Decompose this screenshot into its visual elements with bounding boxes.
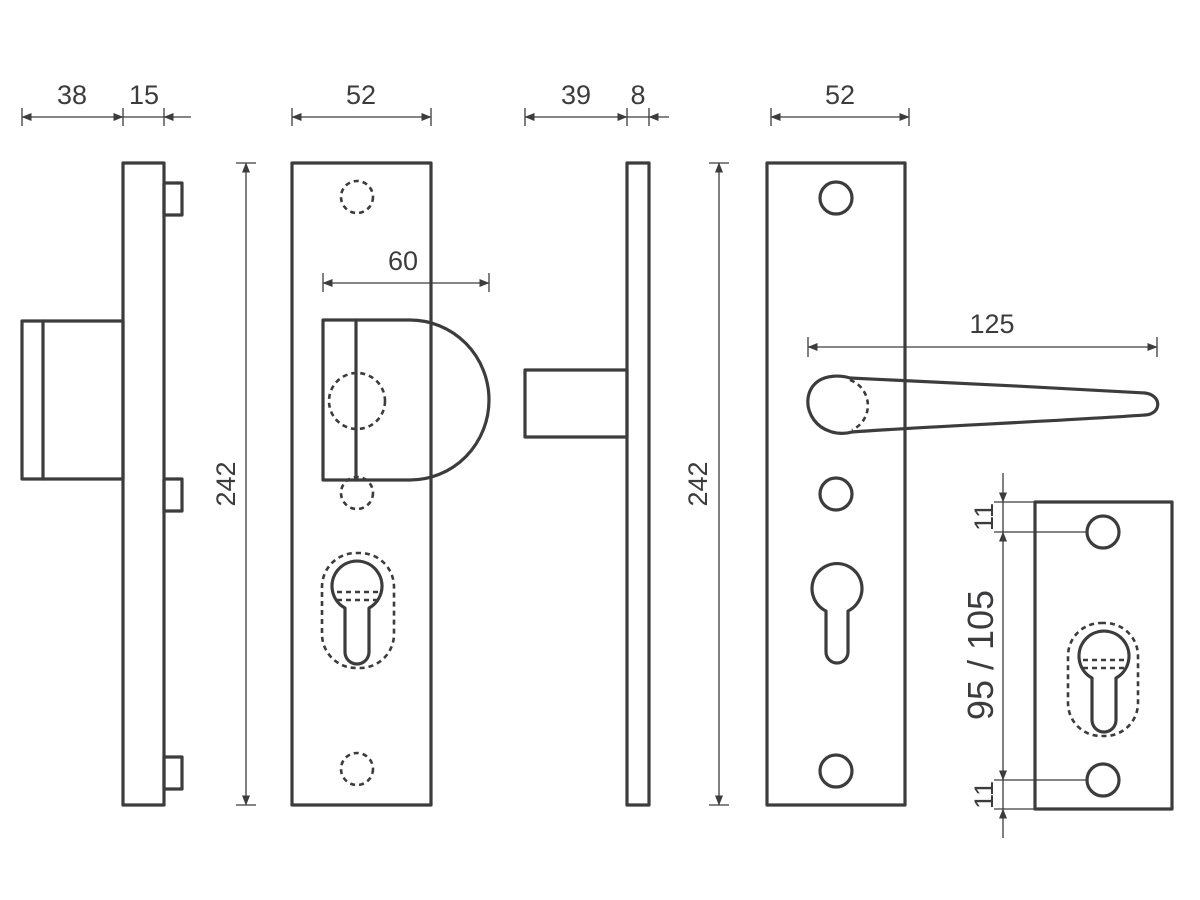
mounting-stud-middle	[162, 477, 184, 513]
mounting-stud-bottom	[162, 755, 184, 791]
mounting-stud-top	[162, 181, 184, 217]
detail-plate-view	[1033, 500, 1174, 811]
backplate-front-2	[765, 161, 907, 807]
dim-label-242-a: 242	[211, 461, 241, 506]
dimension-125: 125	[807, 309, 1158, 357]
spindle-hole-hidden	[327, 371, 387, 431]
keyhole-profile-front-1	[330, 559, 384, 666]
front-view-lever	[765, 161, 1160, 807]
lever-handle	[806, 374, 1160, 435]
detail-cylinder-rosette-hidden	[1066, 621, 1140, 738]
backplate-side-2	[625, 161, 651, 807]
dim-label-125: 125	[969, 309, 1014, 339]
knob-body-side	[20, 319, 125, 481]
screw-hole-bottom-hidden	[339, 751, 375, 787]
detail-screw-hole-top	[1085, 514, 1121, 550]
dim-label-60: 60	[388, 246, 418, 276]
dimension-52-front-2: 52	[770, 80, 910, 126]
dim-label-52-a: 52	[346, 80, 376, 110]
detail-backplate	[1033, 500, 1174, 811]
screw-hole-middle-hidden	[339, 475, 375, 511]
detail-screw-hole-bottom	[1085, 762, 1121, 798]
dim-label-8: 8	[630, 80, 645, 110]
backplate-front-1	[290, 161, 433, 807]
backplate-side-1	[121, 161, 166, 807]
dimension-52-front-1: 52	[291, 80, 432, 126]
dim-label-52-b: 52	[825, 80, 855, 110]
cylinder-rosette-hidden	[320, 551, 396, 670]
dimension-242-b: 242	[683, 162, 729, 806]
dim-label-11-bottom: 11	[969, 781, 999, 809]
dim-label-11-top: 11	[969, 503, 999, 531]
screw-hole-middle	[818, 476, 854, 512]
screw-hole-top-hidden	[339, 179, 375, 215]
lever-spindle-hidden	[849, 378, 870, 432]
knob-outline-front	[321, 318, 491, 482]
keyhole-profile-front-2	[810, 562, 864, 665]
dim-label-95-105: 95 / 105	[960, 590, 1001, 720]
dim-label-242-b: 242	[683, 461, 713, 506]
dimension-60: 60	[322, 246, 490, 292]
side-view-knob	[20, 161, 184, 807]
dimension-38-15: 38 15	[21, 80, 191, 126]
dimension-39-8: 39 8	[524, 80, 669, 126]
dim-label-39: 39	[561, 80, 591, 110]
screw-hole-bottom	[818, 753, 854, 789]
front-view-knob	[290, 161, 491, 807]
lever-neck-side	[523, 368, 629, 439]
side-view-lever	[523, 161, 651, 807]
dimension-detail-chain: 11 95 / 105 11	[960, 473, 1087, 838]
screw-hole-top	[818, 180, 854, 216]
dim-label-38: 38	[57, 80, 87, 110]
dim-label-15: 15	[129, 80, 159, 110]
dimension-242-a: 242	[211, 162, 256, 806]
detail-keyhole-profile	[1077, 629, 1131, 734]
